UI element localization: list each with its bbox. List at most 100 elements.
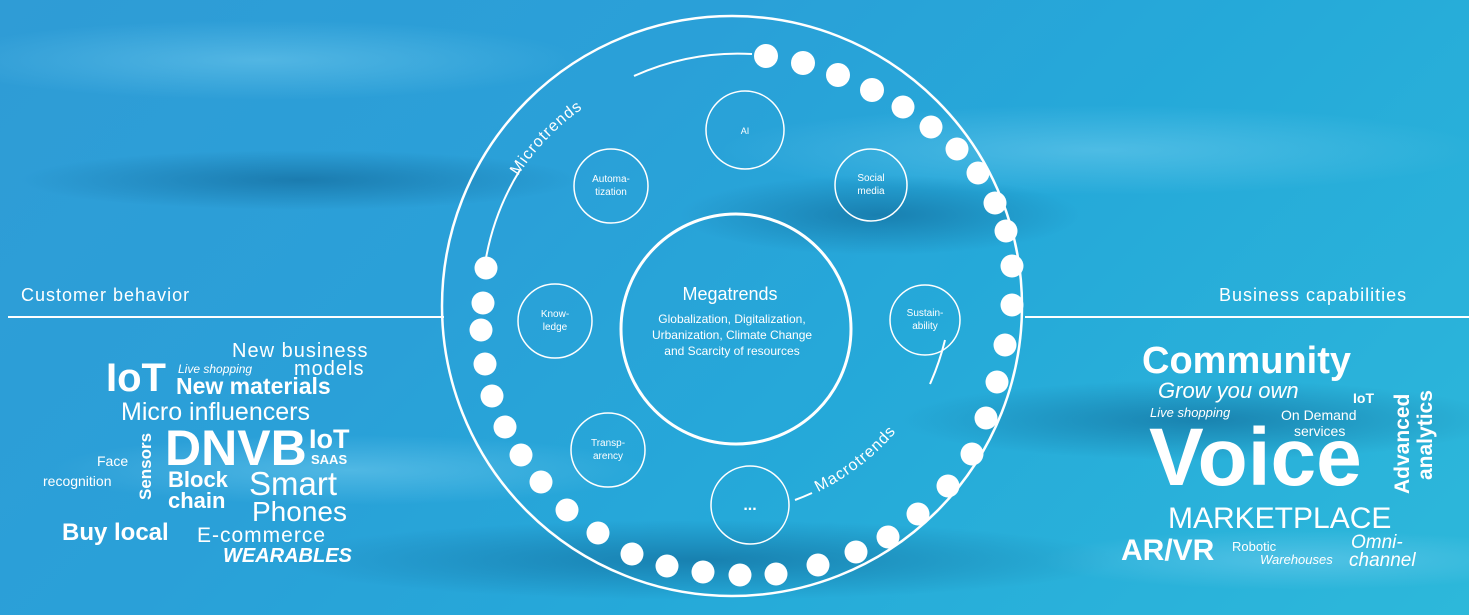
track-dot <box>983 191 1007 215</box>
track-dot <box>876 525 900 549</box>
track-dot <box>473 352 497 376</box>
track-dot <box>806 553 830 577</box>
trend-circle-automatization: Automa- tization <box>573 148 649 224</box>
track-dot <box>844 540 868 564</box>
word-sensors: Sensors <box>136 432 155 500</box>
word-buy-local: Buy local <box>62 519 169 546</box>
word-live-shopping-right: Live shopping <box>1150 405 1231 420</box>
word-smart: Smart <box>249 465 338 502</box>
outer-ring <box>440 14 1024 598</box>
svg-text:...: ... <box>743 497 756 514</box>
megatrends-line-1: Globalization, Digitalization, <box>658 312 805 326</box>
dot-track <box>469 44 1024 587</box>
track-dot <box>493 415 517 439</box>
word-advanced: Advanced <box>1391 393 1414 494</box>
word-dnvb: DNVB <box>165 420 307 476</box>
track-dot <box>471 291 495 315</box>
svg-text:Automa-: Automa- <box>592 174 630 185</box>
track-dot <box>960 442 984 466</box>
track-dot <box>620 542 644 566</box>
track-dot <box>860 78 884 102</box>
word-new-business: New business <box>232 340 369 362</box>
trend-circle-knowledge: Know- ledge <box>517 283 593 359</box>
track-dot <box>655 554 679 578</box>
word-iot-right: IoT <box>1353 390 1374 406</box>
svg-text:ability: ability <box>912 321 938 332</box>
svg-text:Transp-: Transp- <box>591 438 625 449</box>
track-dot <box>480 384 504 408</box>
track-dot <box>974 406 998 430</box>
word-services: services <box>1294 423 1346 439</box>
word-grow-you-own: Grow you own <box>1158 378 1299 403</box>
svg-text:Sustain-: Sustain- <box>907 308 944 319</box>
word-models: models <box>294 358 365 380</box>
track-dot <box>754 44 778 68</box>
word-voice: Voice <box>1149 412 1362 503</box>
trend-circle-ai: AI <box>705 90 785 170</box>
track-dot <box>691 560 715 584</box>
megatrends-circle <box>619 212 853 446</box>
word-live-shopping-left: Live shopping <box>178 362 253 376</box>
word-ar-vr: AR/VR <box>1121 534 1215 567</box>
microtrends-arc-line-upper <box>633 52 753 77</box>
track-dot <box>474 256 498 280</box>
track-dot <box>509 443 533 467</box>
track-dot <box>728 563 752 587</box>
track-dot <box>945 137 969 161</box>
customer-behavior-label: Customer behavior <box>21 285 191 305</box>
word-iot-medium: IoT <box>309 424 350 454</box>
word-new-materials: New materials <box>176 373 331 399</box>
megatrends-line-3: and Scarcity of resources <box>664 344 799 358</box>
macrotrends-arc-line <box>794 492 813 501</box>
megatrends-line-2: Urbanization, Climate Change <box>652 328 812 342</box>
word-on-demand: On Demand <box>1281 407 1357 423</box>
track-dot <box>469 318 493 342</box>
track-dot <box>586 521 610 545</box>
track-dot <box>1000 254 1024 278</box>
word-chain: chain <box>168 488 226 513</box>
svg-text:ledge: ledge <box>543 322 568 333</box>
trend-circle-transparency: Transp- arency <box>570 412 646 488</box>
svg-text:Know-: Know- <box>541 309 569 320</box>
macrotrends-label: Macrotrends <box>812 423 899 496</box>
macrotrends-arc-line-upper <box>929 339 946 385</box>
track-dot <box>1000 293 1024 317</box>
track-dot <box>993 333 1017 357</box>
svg-text:media: media <box>857 186 885 197</box>
word-analytics: analytics <box>1414 390 1437 480</box>
word-block: Block <box>168 467 228 492</box>
svg-text:Social: Social <box>857 173 884 184</box>
track-dot <box>936 474 960 498</box>
word-micro-influencers: Micro influencers <box>121 398 310 426</box>
microtrends-arc-line <box>485 169 521 259</box>
word-ecommerce: E-commerce <box>197 524 327 547</box>
track-dot <box>555 498 579 522</box>
word-wearables: WEARABLES <box>223 545 352 567</box>
left-divider-line <box>8 316 444 318</box>
word-warehouses: Warehouses <box>1260 552 1333 567</box>
megatrends-title: Megatrends <box>682 284 777 304</box>
track-dot <box>791 51 815 75</box>
track-dot <box>966 161 990 185</box>
track-dot <box>529 470 553 494</box>
track-dot <box>985 370 1009 394</box>
word-robotic: Robotic <box>1232 539 1277 554</box>
track-dot <box>891 95 915 119</box>
svg-text:tization: tization <box>595 187 627 198</box>
word-iot-large: IoT <box>106 356 166 400</box>
word-channel: channel <box>1349 550 1416 571</box>
word-community: Community <box>1142 340 1351 382</box>
word-marketplace: MARKETPLACE <box>1168 502 1392 535</box>
word-recognition: recognition <box>43 473 112 489</box>
word-face: Face <box>97 453 129 469</box>
business-capabilities-label: Business capabilities <box>1219 285 1408 305</box>
track-dot <box>906 502 930 526</box>
track-dot <box>764 562 788 586</box>
svg-text:arency: arency <box>593 451 623 462</box>
track-dot <box>826 63 850 87</box>
trend-circle-more: ... <box>710 465 790 545</box>
track-dot <box>994 219 1018 243</box>
svg-text:AI: AI <box>741 126 750 136</box>
trend-circle-social-media: Social media <box>834 148 908 222</box>
